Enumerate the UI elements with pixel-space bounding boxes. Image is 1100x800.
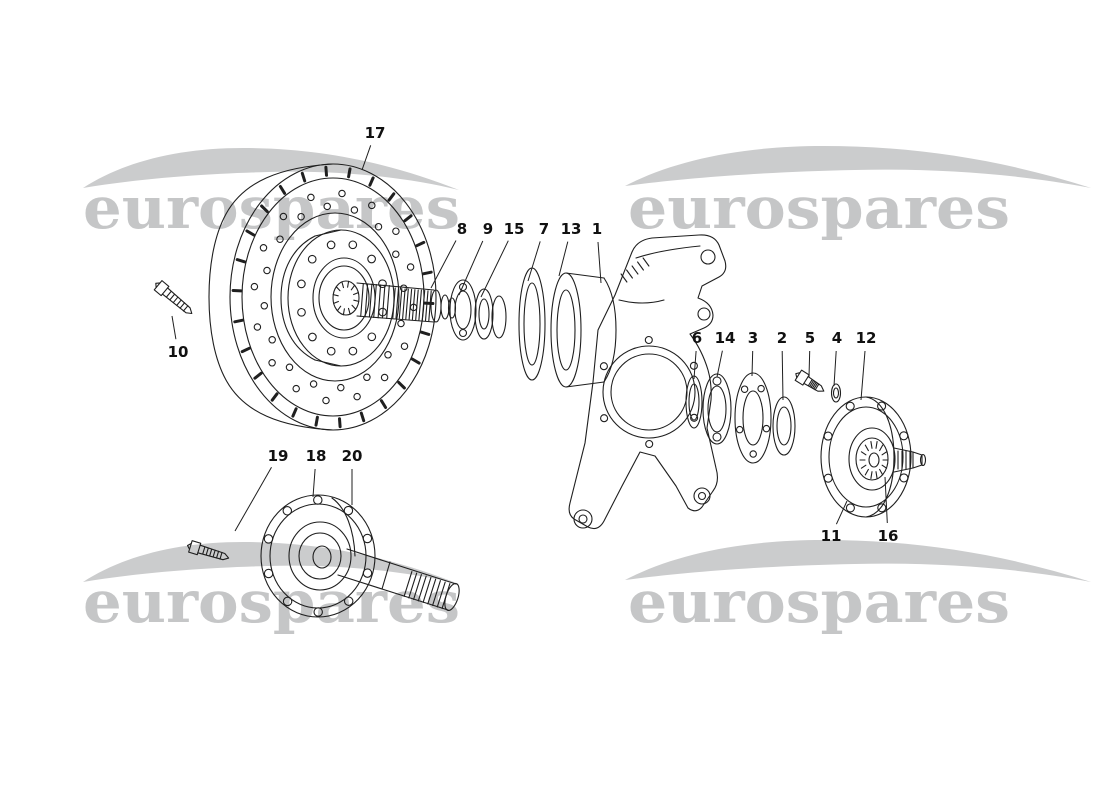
hub-bearing <box>702 373 732 445</box>
hex-screw <box>153 280 193 315</box>
thread-hatching <box>166 290 189 312</box>
callout-14: 14 <box>715 329 736 378</box>
part-number-label: 3 <box>748 329 758 347</box>
callout-11: 11 <box>821 500 848 545</box>
thread-hatching <box>807 379 820 391</box>
part-number-label: 18 <box>306 447 327 465</box>
spacer-ring <box>474 288 494 340</box>
part-number-label: 6 <box>692 329 702 347</box>
callout-6: 6 <box>692 329 702 380</box>
callout-18: 18 <box>306 447 327 498</box>
thread-hatching <box>360 282 390 320</box>
upper-mount-hole <box>700 249 716 265</box>
bolt-hole-ring <box>260 202 408 392</box>
watermark-text-bottom-right: eurospares <box>628 568 1010 636</box>
part-number-label: 8 <box>457 220 467 238</box>
disc-bell-depth <box>208 163 334 431</box>
bolt-hole-ring <box>263 495 373 617</box>
callout-17: 17 <box>361 124 386 171</box>
bolt-hole-ring <box>297 240 387 356</box>
upright-outline <box>568 234 727 530</box>
part-number-label: 11 <box>821 527 842 545</box>
bearing-seal-stack <box>685 369 842 464</box>
wheel-hub <box>820 396 927 518</box>
callout-9: 9 <box>458 220 493 296</box>
fastener-screws <box>153 280 230 561</box>
drive-flange-assembly <box>260 494 460 618</box>
technical-drawing <box>153 163 927 618</box>
part-number-label: 20 <box>342 447 363 465</box>
spline-ticks <box>332 280 360 316</box>
part-number-label: 14 <box>715 329 736 347</box>
upright-bore <box>602 345 696 439</box>
part-number-label: 5 <box>805 329 815 347</box>
watermark-layer: eurospares eurospares eurospares eurospa… <box>83 146 1092 636</box>
drive-flange <box>260 494 376 618</box>
callout-12: 12 <box>856 329 877 401</box>
callout-15: 15 <box>480 220 525 298</box>
part-number-label: 13 <box>561 220 582 238</box>
part-number-label: 17 <box>365 124 386 142</box>
callout-4: 4 <box>832 329 842 387</box>
callout-10: 10 <box>168 315 189 361</box>
watermark-text-top-right: eurospares <box>628 174 1010 242</box>
drive-shaft <box>337 548 457 611</box>
thread-hatching <box>620 257 650 283</box>
thread-hatching <box>897 450 911 470</box>
callout-13: 13 <box>558 220 582 277</box>
callout-3: 3 <box>748 329 758 377</box>
bolt-hole-ring <box>735 384 771 458</box>
watermark-text-top-left: eurospares <box>83 174 460 242</box>
part-number-label: 1 <box>592 220 602 238</box>
spacer <box>772 396 796 456</box>
bolt-hole-ring <box>599 335 699 449</box>
part-number-label: 4 <box>832 329 842 347</box>
watermark-text-bottom-left: eurospares <box>83 568 460 636</box>
callout-2: 2 <box>777 329 787 401</box>
axle-nut <box>440 294 450 320</box>
thread-hatching <box>403 571 451 609</box>
callout-7: 7 <box>527 220 549 282</box>
bearing <box>449 279 477 341</box>
disc-hub <box>287 229 395 367</box>
suspension-upright <box>568 234 727 530</box>
hex-screw <box>794 369 825 392</box>
part-number-label: 15 <box>504 220 525 238</box>
bolt-hole-ring <box>823 401 909 513</box>
callout-20: 20 <box>342 447 363 505</box>
part-number-label: 2 <box>777 329 787 347</box>
part-number-label: 10 <box>168 343 189 361</box>
washer <box>830 383 842 403</box>
callout-16: 16 <box>878 476 899 545</box>
stub-axle-and-bearings <box>356 267 617 388</box>
callout-1: 1 <box>592 220 602 284</box>
hex-screw <box>186 540 230 561</box>
brake-disc <box>208 163 437 431</box>
bolt-hole-ring <box>250 189 418 405</box>
part-number-label: 16 <box>878 527 899 545</box>
thread-hatching <box>202 546 223 560</box>
callout-5: 5 <box>805 329 815 378</box>
retainer-plate <box>734 372 772 464</box>
thread-hatching <box>392 287 432 322</box>
vent-slot-ring <box>231 165 435 429</box>
callout-19: 19 <box>234 447 289 532</box>
part-number-label: 12 <box>856 329 877 347</box>
part-number-label: 7 <box>539 220 549 238</box>
part-number-label: 19 <box>268 447 289 465</box>
part-number-label: 9 <box>483 220 493 238</box>
lower-bushing-eye <box>573 509 593 529</box>
dust-shield <box>518 267 546 381</box>
callout-8: 8 <box>430 220 467 289</box>
spline-ticks <box>859 440 889 480</box>
